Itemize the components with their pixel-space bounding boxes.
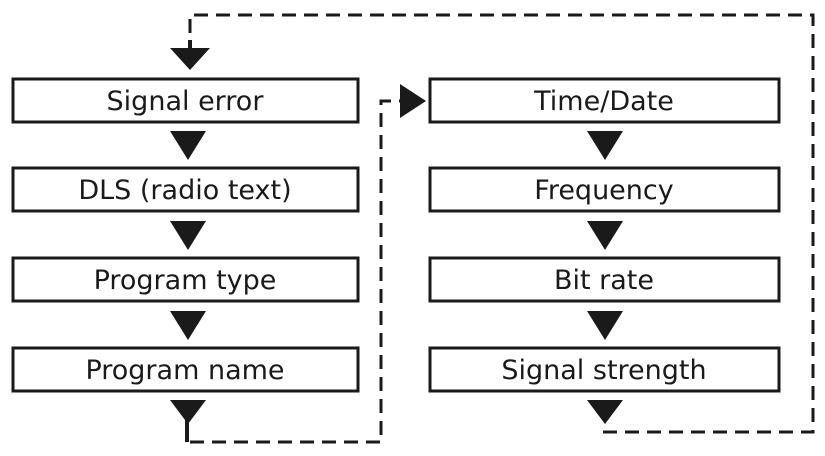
arrow-down-icon xyxy=(170,311,206,340)
arrow-down-icon xyxy=(170,131,206,160)
arrow-down-icon xyxy=(170,400,206,424)
step-bit-rate: Bit rate xyxy=(428,256,781,303)
loop-connectors xyxy=(188,13,815,444)
arrow-down-icon xyxy=(587,131,623,160)
arrow-down-icon xyxy=(587,400,623,424)
step-label: Bit rate xyxy=(554,265,654,296)
step-label: Frequency xyxy=(534,175,674,206)
arrow-down-icon xyxy=(170,221,206,250)
right-column: Time/Date Frequency Bit rate Signal stre… xyxy=(428,77,781,424)
step-program-type: Program type xyxy=(11,256,360,303)
step-dls-radio-text: DLS (radio text) xyxy=(11,166,360,213)
step-label: Program name xyxy=(85,355,284,386)
step-frequency: Frequency xyxy=(428,166,781,213)
return-loop-line xyxy=(188,13,815,434)
step-label: DLS (radio text) xyxy=(78,175,291,206)
step-label: Time/Date xyxy=(533,86,674,117)
arrow-down-icon xyxy=(587,311,623,340)
arrow-right-icon xyxy=(400,84,426,118)
left-to-right-connector-line xyxy=(190,99,402,444)
step-signal-error: Signal error xyxy=(11,77,360,124)
step-label: Signal error xyxy=(107,86,265,117)
step-time-date: Time/Date xyxy=(428,77,781,124)
loop-entry-arrow xyxy=(170,40,210,70)
step-program-name: Program name xyxy=(11,346,360,393)
step-label: Signal strength xyxy=(501,355,706,386)
left-column: Signal error DLS (radio text) Program ty… xyxy=(11,77,360,424)
arrow-down-icon xyxy=(170,48,210,70)
step-label: Program type xyxy=(94,265,277,296)
step-signal-strength: Signal strength xyxy=(428,346,781,393)
arrow-down-icon xyxy=(587,221,623,250)
